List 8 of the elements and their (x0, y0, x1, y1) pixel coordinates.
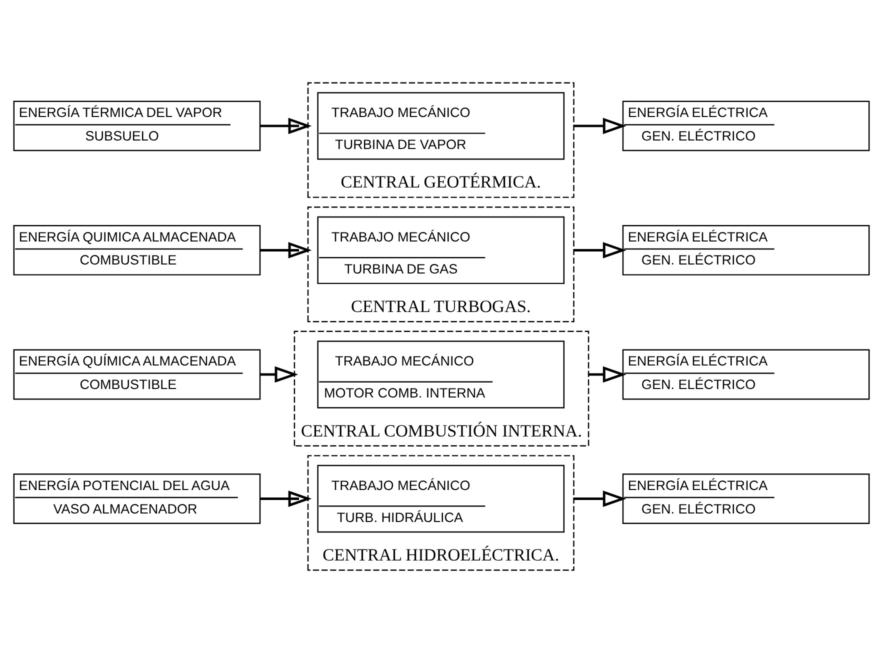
arrow (588, 366, 626, 383)
arrow (573, 490, 626, 507)
arrow (260, 366, 298, 383)
arrow (573, 242, 626, 258)
arrow (573, 118, 626, 134)
arrow (260, 242, 312, 258)
arrow (260, 118, 312, 134)
arrow (260, 490, 312, 507)
